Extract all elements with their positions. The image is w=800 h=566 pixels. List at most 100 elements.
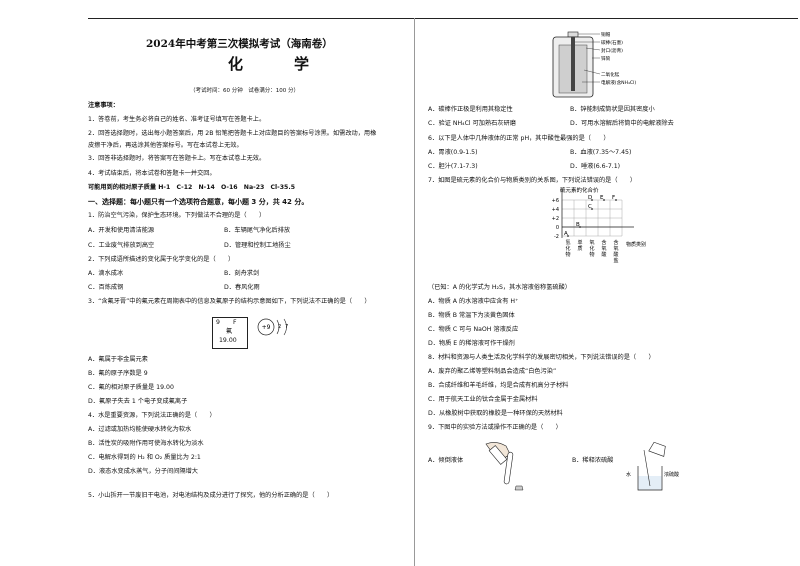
copper-cap: [567, 31, 579, 38]
notes-header: 注意事项：: [88, 102, 119, 109]
q6-option-c: C．胆汁(7.1-7.3): [428, 163, 478, 170]
q3-option-b: B．氟的原子序数是 9: [88, 370, 148, 377]
data-point: [591, 208, 593, 210]
shell-1-electrons: 2: [278, 324, 281, 330]
q6-option-b: B．血液(7.35～7.45): [570, 149, 632, 156]
exam-title: 2024年中考第三次模拟考试（海南卷）: [146, 38, 333, 50]
q8-option-d: D．从橡胶树中获取的橡胶是一种环保的天然材料: [428, 410, 563, 417]
note-2: 2．回答选择题时，选出每小题答案后，用 2B 铅笔把答题卡上对应题目的答案标号涂…: [88, 130, 377, 137]
y-tick-label: -2: [554, 234, 559, 240]
q4-option-c: C．电解水得到的 H₂ 和 O₂ 质量比为 2:1: [88, 454, 201, 461]
acid-label: 浓硫酸: [664, 471, 679, 478]
q1-option-d: D．管理和控制工地扬尘: [224, 242, 291, 249]
q4-stem: 4．水是重要资源，下列说法正确的是（ ）: [88, 412, 216, 419]
data-point: [591, 199, 593, 201]
q4-option-a: A．过滤或加热均能使硬水转化为软水: [88, 426, 192, 433]
cell-symbol: F: [233, 319, 237, 326]
category-label: 含氧酸: [601, 239, 606, 258]
q6-option-a: A．胃液(0.9-1.5): [428, 149, 478, 156]
q8-stem: 8．材料和资源与人类生活及化学科学的发展密切相关，下列说法错误的是（ ）: [428, 354, 655, 361]
q4-option-d: D．液态水变成水蒸气，分子间间隔增大: [88, 468, 198, 475]
carbon-rod: [571, 37, 575, 91]
q3-option-d: D．氟原子失去 1 个电子变成氟离子: [88, 398, 188, 405]
q1-option-b: B．车辆尾气净化后排放: [224, 227, 291, 234]
dry-cell-battery-diagram: 铜帽 碳棒(石墨) 封口(沥青) 锌筒 二氧化锰 电解液(含NH₄Cl): [552, 31, 636, 98]
q1-stem: 1．防治空气污染，保护生态环境。下列做法不合理的是（ ）: [88, 212, 266, 219]
data-point: [567, 235, 569, 237]
fluorine-periodic-cell: 9 F 氟 19.00: [212, 317, 248, 349]
q4-option-b: B．活性炭的吸附作用可使海水转化为淡水: [88, 440, 204, 447]
q7-option-c: C．物质 C 可与 NaOH 溶液反应: [428, 326, 519, 333]
note-1: 1．答卷前，考生务必将自己的姓名、准考证号填写在答题卡上。: [88, 116, 266, 123]
y-tick-label: 0: [556, 225, 559, 231]
atomic-masses: 可能用到的相对原子质量 H-1 C-12 N-14 O-16 Na-23 Cl-…: [88, 184, 296, 191]
category-label: 单质: [577, 239, 582, 252]
exam-meta: （考试时间：60 分钟 试卷满分：100 分）: [190, 88, 299, 94]
battery-label-cap: 铜帽: [601, 31, 611, 38]
y-tick-label: +2: [552, 216, 559, 222]
data-point-label: C: [588, 204, 592, 210]
q6-option-d: D．唾液(6.6-7.1): [570, 163, 621, 170]
cell-name: 氟: [226, 328, 233, 335]
column-separator: [414, 18, 415, 566]
note-2-cont: 皮擦干净后，再选涂其他答案标号。写在本试卷上无效。: [88, 142, 243, 149]
q8-option-b: B．合成纤维和羊毛纤维，均是合成有机高分子材料: [428, 382, 569, 389]
data-point-label: B: [576, 222, 580, 228]
q5-stem: 5．小山拆开一节废旧干电池，对电池结构及成分进行了探究，他的分析正确的是（ ）: [88, 492, 334, 499]
q6-stem: 6．以下是人体中几种液体的正常 pH，其中酸性最强的是（ ）: [428, 135, 610, 142]
diluting-acid-illustration: 水 浓硫酸: [626, 441, 679, 491]
battery-label-electrolyte: 电解液(含NH₄Cl): [601, 79, 636, 86]
q8-option-a: A．废弃的聚乙烯等塑料制品会造成“白色污染”: [428, 368, 557, 375]
shell-2-electrons: 7: [285, 324, 288, 330]
data-point-label: E: [600, 195, 604, 201]
q5-option-c: C．验证 NH₄Cl 可加熟石灰研磨: [428, 120, 516, 127]
note-3: 3．回答非选择题时，将答案写在答题卡上。写在本试卷上无效。: [88, 155, 266, 162]
cell-mass: 19.00: [219, 337, 237, 344]
electron-shell-2: [283, 318, 287, 336]
electron-shell-1: [276, 319, 280, 335]
q1-option-c: C．工业废气排放到高空: [88, 242, 155, 249]
category-label: 含氧酸盐: [613, 239, 618, 264]
q2-option-b: B．刻舟求剑: [224, 270, 260, 277]
data-point-label: F: [612, 195, 615, 201]
q7-option-d: D．物质 E 的稀溶液可作干燥剂: [428, 340, 515, 347]
q9-option-b: B．稀释浓硫酸: [572, 457, 614, 464]
pouring-liquid-illustration: [485, 442, 524, 491]
acid-flask: [648, 441, 666, 457]
cell-atomic-number: 9: [216, 319, 220, 326]
q5-option-b: B．锌能制成筒状是因其密度小: [570, 106, 655, 113]
note-4: 4．考试结束后，将本试卷和答题卡一并交回。: [88, 170, 216, 177]
q5-option-d: D．可用水溶解后将筒中的电解液除去: [570, 120, 674, 127]
q1-option-a: A．开发和使用清洁能源: [88, 227, 155, 234]
y-tick-label: +6: [552, 198, 559, 204]
q2-option-a: A．滴水成冰: [88, 270, 124, 277]
water-label: 水: [626, 471, 631, 478]
data-point-label: D: [588, 195, 592, 201]
data-point: [603, 199, 605, 201]
q9-option-a: A．倾倒液体: [428, 457, 464, 464]
q3-option-c: C．氟的相对原子质量是 19.00: [88, 384, 174, 391]
category-label: 氢化物: [565, 239, 570, 258]
q2-stem: 2．下列成语所描述的变化属于化学变化的是（ ）: [88, 256, 235, 263]
q7-option-a: A．物质 A 的水溶液中应含有 H⁺: [428, 298, 519, 305]
q3-stem: 3．“含氟牙膏”中的氟元素在周期表中的信息及氟原子的结构示意图如下，下列说法不正…: [88, 298, 371, 305]
y-tick-label: +4: [552, 207, 559, 213]
battery-label-carbon-rod: 碳棒(石墨): [601, 39, 623, 46]
category-label: 氧化物: [589, 239, 594, 258]
q5-option-a: A．碳棒作正极是利用其稳定性: [428, 106, 513, 113]
battery-label-zinc: 锌筒: [601, 55, 611, 62]
q2-option-d: D．春风化雨: [224, 284, 260, 291]
beaker: [637, 466, 663, 491]
q2-option-c: C．百炼成钢: [88, 284, 124, 291]
data-point: [579, 226, 581, 228]
subject-title: 化 学: [228, 55, 328, 73]
atom-nucleus: [257, 318, 275, 336]
q3-option-a: A．氟属于非金属元素: [88, 356, 148, 363]
q7-option-b: B．物质 B 常温下为淡黄色固体: [428, 312, 515, 319]
data-point-label: A: [564, 231, 568, 237]
data-point: [615, 199, 617, 201]
section-1-heading: 一、选择题：每小题只有一个选项符合题意，每小题 3 分，共 42 分。: [88, 198, 309, 206]
glass-rod: [643, 449, 651, 487]
bottle-stopper: [514, 485, 524, 491]
